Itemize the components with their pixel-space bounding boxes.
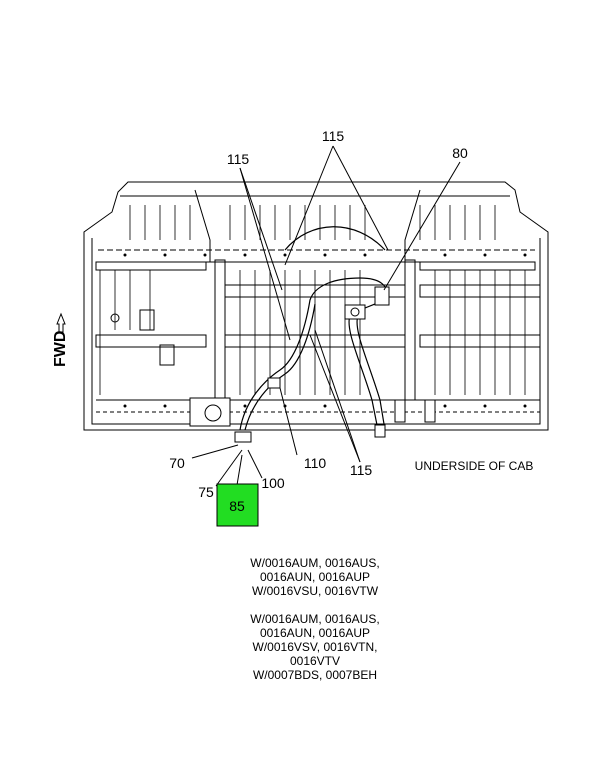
callout-115-bottom[interactable]: 115: [350, 462, 373, 478]
note-line: W/0007BDS, 0007BEH: [252, 668, 378, 682]
floor-fasteners: [123, 253, 527, 408]
note-line: W/0016AUM, 0016AUS,: [250, 556, 380, 570]
components: [189, 286, 436, 443]
note-line: W/0016VSV, 0016VTN,: [252, 640, 378, 654]
floor-compartments: [95, 189, 541, 401]
callout-115-top[interactable]: 115: [322, 128, 345, 144]
note-line: 0016AUN, 0016AUP: [259, 570, 371, 584]
view-caption: UNDERSIDE OF CAB: [415, 459, 534, 473]
callout-80[interactable]: 80: [452, 145, 468, 161]
callout-85-highlight[interactable]: [216, 483, 259, 527]
callout-70[interactable]: 70: [169, 455, 185, 471]
harness-routing: [239, 226, 388, 431]
floor-ribs: [99, 205, 526, 395]
callout-100[interactable]: 100: [261, 475, 285, 491]
callout-115-left[interactable]: 115: [227, 151, 250, 167]
cab-floor-outline: [83, 181, 549, 431]
forward-indicator: FWD: [52, 312, 69, 367]
fwd-label: FWD: [52, 331, 69, 367]
leader-lines: [191, 145, 461, 487]
note-line: W/0016AUM, 0016AUS,: [250, 612, 380, 626]
applicability-notes-group-1: W/0016AUM, 0016AUS, 0016AUN, 0016AUP W/0…: [220, 556, 410, 598]
callout-110[interactable]: 110: [304, 455, 327, 471]
note-line: W/0016VSU, 0016VTW: [251, 584, 379, 598]
applicability-notes-group-2: W/0016AUM, 0016AUS, 0016AUN, 0016AUP W/0…: [220, 612, 410, 682]
note-line: 0016VTV: [289, 654, 341, 668]
note-line: 0016AUN, 0016AUP: [259, 626, 371, 640]
callout-85[interactable]: 85: [229, 498, 245, 514]
callout-75[interactable]: 75: [198, 484, 214, 500]
forward-arrow-icon: [56, 312, 66, 333]
